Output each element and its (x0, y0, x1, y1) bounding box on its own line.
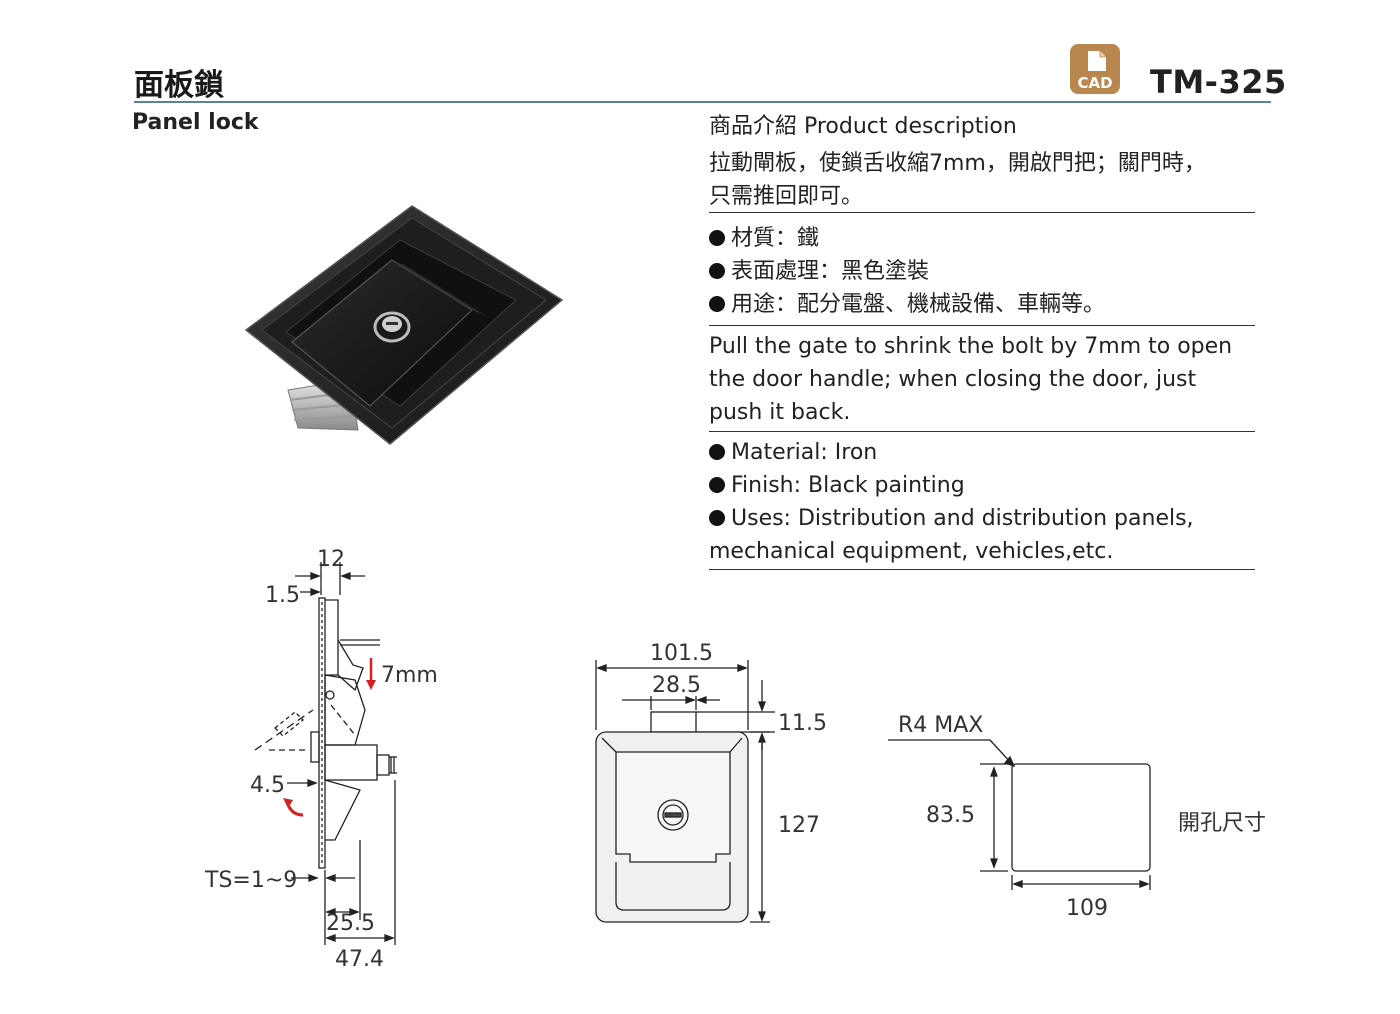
zh-bullet-text: 材質：鐵 (731, 226, 820, 251)
page-title-en: Panel lock (132, 110, 259, 135)
bullet-icon (709, 510, 725, 526)
dim-47-4: 47.4 (335, 947, 384, 972)
bullet-icon (709, 296, 725, 312)
dim-109: 109 (1066, 896, 1108, 921)
en-bullet: Finish: Black painting (709, 469, 1255, 502)
model-number: TM-325 (1150, 63, 1287, 101)
dim-28-5: 28.5 (652, 673, 701, 698)
en-bullet-text: Uses: Distribution and distribution pane… (731, 506, 1194, 531)
zh-bullet: 用途：配分電盤、機械設備、車輛等。 (709, 288, 1255, 321)
dim-1-5: 1.5 (265, 583, 300, 608)
cutout-drawing: R4 MAX 83.5 109 開孔尺寸 (888, 713, 1266, 921)
zh-text-line2: 只需推回即可。 (709, 184, 864, 209)
dim-7mm: 7mm (381, 663, 438, 688)
divider (709, 325, 1255, 326)
dim-4-5: 4.5 (250, 773, 285, 798)
cutout-label: 開孔尺寸 (1178, 811, 1266, 836)
divider (709, 212, 1255, 213)
page-title-zh: 面板鎖 (134, 68, 224, 103)
divider (709, 569, 1255, 570)
dim-r4-max: R4 MAX (898, 713, 983, 738)
divider (709, 431, 1255, 432)
en-text-line3: push it back. (709, 400, 851, 425)
dim-11-5: 11.5 (778, 711, 827, 736)
en-text-line2: the door handle; when closing the door, … (709, 367, 1197, 392)
dim-12: 12 (317, 547, 345, 572)
zh-bullet: 表面處理：黑色塗裝 (709, 255, 1255, 288)
en-text-line1: Pull the gate to shrink the bolt by 7mm … (709, 334, 1233, 359)
bullet-icon (709, 444, 725, 460)
en-bullet-continuation: mechanical equipment, vehicles,etc. (709, 539, 1114, 564)
title-rule (134, 101, 1271, 103)
zh-text-line1: 拉動閘板，使鎖舌收縮7mm，開啟門把；關門時， (709, 151, 1206, 176)
side-view-drawing: 12 1.5 7mm 4.5 TS=1~9 25.5 47.4 (204, 547, 438, 972)
dim-25-5: 25.5 (326, 911, 375, 936)
bullet-icon (709, 263, 725, 279)
en-bullet: Material: Iron (709, 436, 1255, 469)
dim-127: 127 (778, 813, 820, 838)
bullet-icon (709, 477, 725, 493)
bullet-icon (709, 230, 725, 246)
zh-bullet: 材質：鐵 (709, 222, 1255, 255)
product-photo (244, 205, 564, 445)
en-bullet: Uses: Distribution and distribution pane… (709, 502, 1255, 535)
zh-bullet-text: 表面處理：黑色塗裝 (731, 259, 930, 284)
dim-ts: TS=1~9 (204, 868, 297, 893)
en-bullet-text: Material: Iron (731, 440, 878, 465)
zh-bullet-text: 用途：配分電盤、機械設備、車輛等。 (731, 292, 1106, 317)
dim-83-5: 83.5 (926, 803, 975, 828)
en-bullet-text: Finish: Black painting (731, 473, 965, 498)
front-view-drawing: 101.5 28.5 11.5 127 (595, 641, 827, 923)
cad-label: CAD (1077, 74, 1112, 92)
description-heading: 商品介紹 Product description (709, 114, 1017, 139)
dim-101-5: 101.5 (650, 641, 713, 666)
cad-download-icon[interactable]: CAD (1069, 43, 1121, 95)
